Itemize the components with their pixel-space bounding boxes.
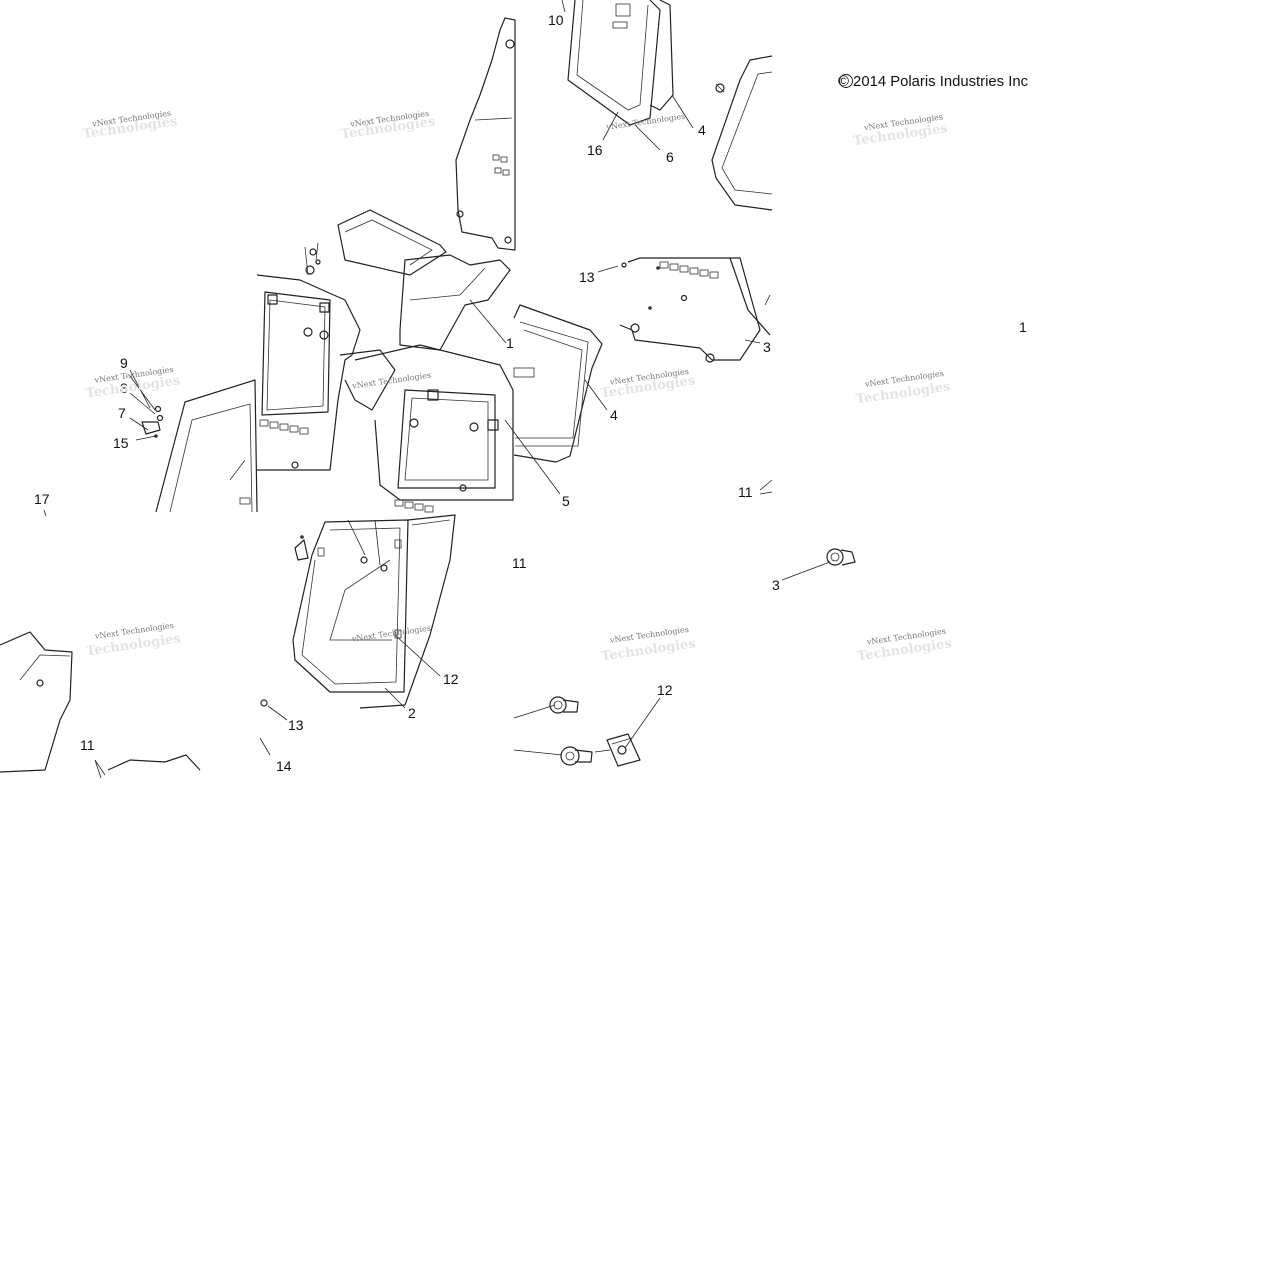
lower-bracket xyxy=(0,631,201,773)
callout-5: 5 xyxy=(562,493,570,509)
copyright-text: © 2014 Polaris Industries Inc xyxy=(838,73,1028,90)
watermark-10: vNext Technologies xyxy=(350,624,431,644)
callout-1-right: 1 xyxy=(1019,319,1027,335)
callout-7: 7 xyxy=(118,405,126,421)
callout-11-right: 11 xyxy=(738,484,753,500)
callout-17: 17 xyxy=(34,491,50,507)
switch-row-3 xyxy=(659,261,719,279)
callout-12-bin: 12 xyxy=(443,671,459,687)
callout-11-left: 11 xyxy=(80,737,95,753)
callout-8: 8 xyxy=(120,380,128,396)
screw-2 xyxy=(560,746,593,766)
lid-assembly-top xyxy=(567,0,773,211)
storage-bin xyxy=(260,514,456,709)
rear-panel xyxy=(513,257,771,463)
callout-9: 9 xyxy=(120,355,128,371)
callout-16: 16 xyxy=(587,142,603,158)
bracket-fasteners xyxy=(141,379,258,513)
lower-console-body xyxy=(256,209,514,513)
callout-4-top: 4 xyxy=(698,122,706,138)
switch-row-2 xyxy=(394,499,434,513)
callout-1-center: 1 xyxy=(506,335,514,351)
callout-13-top: 13 xyxy=(579,269,595,285)
switch-row xyxy=(259,419,309,435)
clip-nut xyxy=(606,733,641,767)
push-rivet xyxy=(826,548,856,566)
callout-labels: 10 16 6 4 13 3 1 11 9 8 7 15 17 1 4 5 11… xyxy=(34,12,1027,774)
callout-13-bottom: 13 xyxy=(288,717,304,733)
watermark-6: vNext Technologies xyxy=(351,371,432,391)
callout-4-mid: 4 xyxy=(610,407,618,423)
copyright-block: © 2014 Polaris Industries Inc xyxy=(838,73,1028,90)
screws-and-nut xyxy=(549,696,641,767)
upper-console-panel xyxy=(455,17,516,251)
callout-15: 15 xyxy=(113,435,129,451)
callout-2: 2 xyxy=(408,705,416,721)
callout-3-rivet: 3 xyxy=(772,577,780,593)
callout-3-top: 3 xyxy=(763,339,771,355)
leader-lines xyxy=(43,0,831,779)
callout-6: 6 xyxy=(666,149,674,165)
callout-12-right: 12 xyxy=(657,682,673,698)
callout-10: 10 xyxy=(548,12,564,28)
callout-14: 14 xyxy=(276,758,292,774)
callout-11-bin: 11 xyxy=(512,555,527,571)
watermarks: Technologies vNext Technologies Technolo… xyxy=(82,109,953,665)
